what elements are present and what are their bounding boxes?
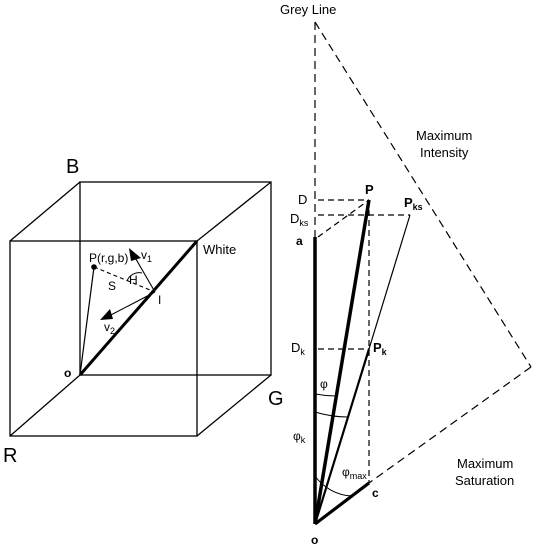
cube-back-face (79, 181, 272, 376)
o-to-p-vector (313, 199, 371, 525)
cube-v2-arrowhead (100, 309, 113, 320)
pks-to-pk-line (368, 214, 411, 350)
cube-h-label: H (129, 273, 138, 287)
pk-label: Pk (373, 340, 388, 357)
phik-arc (314, 411, 349, 418)
dk-label: Dk (291, 340, 305, 357)
o-to-c-line (314, 481, 370, 526)
cube-vector-v1 (132, 253, 156, 293)
max-intensity-label-1: Maximum (416, 128, 472, 143)
cube-edge-bottom-left (9, 374, 81, 437)
projection-lines (317, 199, 410, 483)
phi-arc (314, 393, 337, 397)
cube-edge-bottom-right (196, 374, 272, 437)
pks-label: Pks (404, 195, 423, 212)
phimax-arc (314, 475, 353, 497)
a-to-p-line (317, 199, 370, 238)
cube-point-p-label: P(r,g,b) (89, 251, 128, 265)
cube-front-face (9, 240, 198, 437)
phimax-label: φmax (342, 465, 367, 481)
d-label: D (298, 192, 307, 207)
cube-vector-op (79, 266, 95, 376)
grey-line-label: Grey Line (280, 2, 336, 17)
cube-s-label: S (108, 279, 116, 293)
cube-axis-r-label: R (3, 445, 17, 467)
cube-edge-top-left (9, 181, 81, 242)
cube-white-label: White (203, 242, 236, 257)
max-saturation-label-2: Saturation (455, 473, 514, 488)
cube-angle-h-arc (126, 272, 143, 282)
cube-i-label: I (158, 293, 161, 307)
dks-label: Dks (290, 211, 309, 228)
cube-grey-diagonal (78, 240, 199, 376)
max-saturation-edge (368, 366, 532, 484)
a-label: a (296, 234, 303, 248)
cube-v2-label: v2 (104, 320, 115, 336)
cube-v1-label: v1 (141, 248, 152, 264)
o-to-pk-vector (313, 348, 371, 525)
cube-axis-b-label: B (66, 156, 79, 178)
max-saturation-label-1: Maximum (457, 456, 513, 471)
cube-vector-v2 (106, 291, 156, 318)
rgb-cube (9, 181, 272, 437)
max-intensity-triangle (314, 21, 532, 484)
o-label: o (311, 533, 318, 547)
cube-origin-label: o (64, 366, 71, 380)
c-label: c (372, 486, 379, 500)
phi-label: φ (320, 377, 328, 391)
max-intensity-label-2: Intensity (420, 145, 469, 160)
p-label: P (365, 182, 374, 197)
max-intensity-edge (314, 21, 532, 368)
phik-label: φk (293, 429, 306, 445)
cube-edge-top-right (196, 181, 272, 242)
cube-dashed-pi (93, 266, 156, 293)
cube-v1-arrowhead (129, 248, 141, 261)
cube-axis-g-label: G (268, 388, 284, 410)
